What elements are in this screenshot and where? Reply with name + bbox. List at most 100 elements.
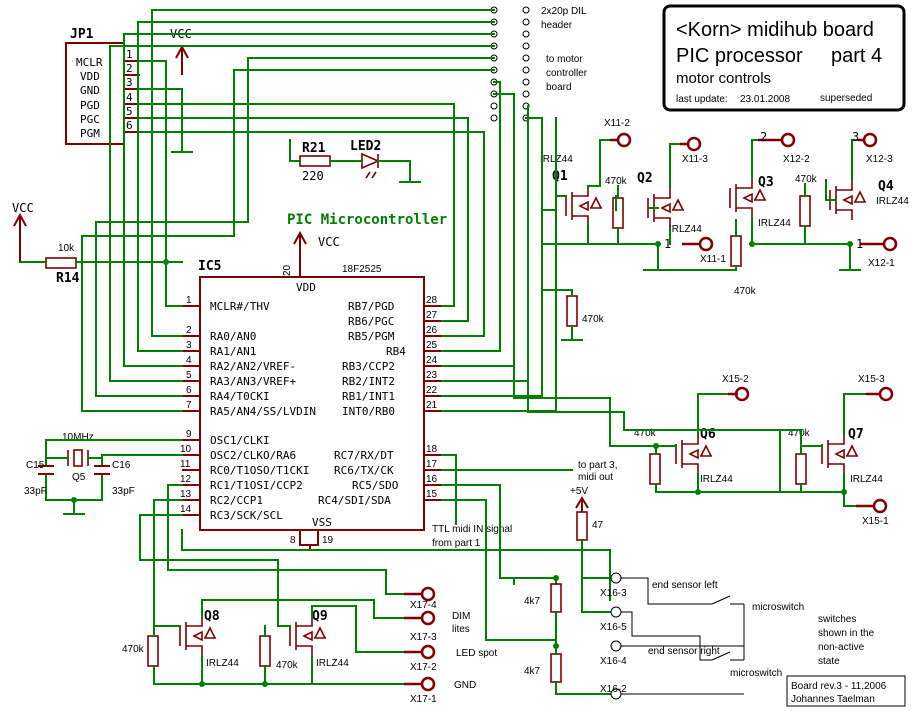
r-value: 470k <box>634 428 657 439</box>
pin-label: RA0/AN0 <box>210 330 256 343</box>
pin-label: RC4/SDI/SDA <box>318 494 391 507</box>
r21-value: 220 <box>302 169 324 183</box>
pin-label: RA4/T0CKI <box>210 390 270 403</box>
pin-number: 21 <box>426 400 438 411</box>
sensor-switches: 4k7 4k7 X16-3 X16-5 X16-4 X16-2 end sens… <box>181 484 875 700</box>
title-line2: PIC processor <box>676 45 803 67</box>
jp1-pin-label: GND <box>80 84 100 97</box>
pin-number: 1 <box>856 237 863 251</box>
jp1-name: JP1 <box>70 27 94 42</box>
ledspot-label: LED spot <box>456 648 497 659</box>
pin-label: RB6/PGC <box>348 315 394 328</box>
ic5-vss: VSS <box>312 516 332 529</box>
q9-type: IRLZ44 <box>316 658 349 669</box>
x17-3-label: X17-3 <box>410 632 437 643</box>
x16-3-label: X16-3 <box>600 588 627 599</box>
dim-label: lites <box>452 624 470 635</box>
q7-type: IRLZ44 <box>850 474 883 485</box>
pin-number: 24 <box>426 355 438 366</box>
dil-note-2: header <box>541 20 573 31</box>
ic5-name: IC5 <box>198 259 221 274</box>
r-value: 470k <box>122 644 145 655</box>
motor-note-1: to motor <box>546 54 583 65</box>
pin-label: RC0/T1OSO/T1CKI <box>210 464 309 477</box>
jp1-pin-label: PGC <box>80 113 100 126</box>
footer-block: Board rev.3 - 11.2006 Johannes Taelman <box>786 675 906 707</box>
pin-number: 15 <box>426 489 438 500</box>
q3-label: Q3 <box>758 175 774 190</box>
r21-label: R21 <box>302 141 326 156</box>
q7-label: Q7 <box>848 427 864 442</box>
pin-number: 14 <box>180 504 192 515</box>
ic5-bot-pin: 8 <box>290 535 296 546</box>
pin-number: 9 <box>186 429 192 440</box>
ttl-note: from part 1 <box>432 538 481 549</box>
jp1-pin-num: 4 <box>126 91 133 104</box>
pin-label: RB4 <box>386 345 406 358</box>
x17-1-label: X17-1 <box>410 694 437 705</box>
q2-type: IRLZ44 <box>669 224 702 235</box>
pin-label: RA5/AN4/SS/LVDIN <box>210 405 316 418</box>
driver-q6-q7: Q6 IRLZ44 470k Q7 IRLZ44 470k X15-2 X15-… <box>513 365 894 527</box>
pin-label: RA1/AN1 <box>210 345 256 358</box>
vcc-label: VCC <box>318 235 340 249</box>
microswitch-label: microswitch <box>730 668 782 679</box>
r47-value: 47 <box>592 520 604 531</box>
r-value: 470k <box>788 428 811 439</box>
switch-note: non-active <box>818 642 865 653</box>
pin-number: 5 <box>186 370 192 381</box>
ic5-chip: IC5 18F2525 VDD 20 VSS 8 19 <box>198 259 425 550</box>
pic-heading: PIC Microcontroller <box>287 212 447 228</box>
gnd-label: GND <box>454 680 476 691</box>
q6-type: IRLZ44 <box>700 474 733 485</box>
pin-number: 18 <box>426 444 438 455</box>
connectors-x11-x12: X11-2 X11-3 X11-1 X12-2 X12-3 X12-1 1 1 … <box>604 118 898 269</box>
pin-label: OSC1/CLKI <box>210 434 270 447</box>
pin-number: 6 <box>186 385 192 396</box>
q2-label: Q2 <box>637 171 653 186</box>
ic5-right-pins: 28 RB7/PGD 27 RB6/PGC 26 RB5/PGM 25 RB4 … <box>318 295 442 507</box>
pin-number: 16 <box>426 474 438 485</box>
vcc-symbols: VCC VCC VCC <box>12 27 340 262</box>
plus5v-label: +5V <box>570 486 588 497</box>
title-line1: <Korn> midihub board <box>676 19 874 41</box>
switch-note: shown in the <box>818 628 875 639</box>
dil-note-1: 2x20p DIL <box>541 6 587 17</box>
pin-number: 1 <box>664 237 671 251</box>
x12-2-label: X12-2 <box>783 154 810 165</box>
title-part: part 4 <box>831 45 882 67</box>
pin-number: 26 <box>426 325 438 336</box>
jp1-pin-num: 1 <box>126 48 133 61</box>
pin-label: RB1/INT1 <box>342 390 395 403</box>
r-value: 470k <box>276 660 299 671</box>
jp1-pin-num: 2 <box>126 62 133 75</box>
driver-q8-q9: Q8 IRLZ44 470k Q9 IRLZ44 470k X17-4 X17-… <box>122 484 497 705</box>
r14-label: R14 <box>56 271 80 286</box>
pin-number: 25 <box>426 340 438 351</box>
pin-number: 11 <box>180 459 191 470</box>
jp1-pin-num: 3 <box>126 76 133 89</box>
end-sensor-left: end sensor left <box>652 580 718 591</box>
jp1-pin-num: 6 <box>126 119 133 132</box>
oscillator: 10MHz Q5 C15 33pF C16 33pF <box>24 432 183 515</box>
q1-label: Q1 <box>552 169 568 184</box>
ic5-part: 18F2525 <box>342 264 382 275</box>
xtal-value: 10MHz <box>62 432 94 443</box>
pin-label: RC7/RX/DT <box>334 449 394 462</box>
ttl-note: TTL midi IN signal <box>432 524 512 535</box>
dim-label: DIM <box>452 611 470 622</box>
pin-label: RB7/PGD <box>348 300 394 313</box>
pin-number: 23 <box>426 370 438 381</box>
x16-5-label: X16-5 <box>600 622 627 633</box>
ic5-bot-pin: 19 <box>322 535 334 546</box>
pin-number: 13 <box>180 489 192 500</box>
dil-header: 2x20p DIL header to motor controller boa… <box>490 6 588 122</box>
r14-value: 10k <box>58 243 75 254</box>
pin-label: OSC2/CLKO/RA6 <box>210 449 296 462</box>
pin-number: 10 <box>180 444 192 455</box>
jp1-connector: JP1 MCLR VDD GND PGD PGC PGM 1 2 3 4 5 6 <box>65 27 140 145</box>
x15-2-label: X15-2 <box>722 374 749 385</box>
x16-4-label: X16-4 <box>600 656 627 667</box>
pin-number: 22 <box>426 385 438 396</box>
motor-driver-q1-q4: Q1 IRLZ44 470k Q2 IRLZ44 Q3 IRLZ44 470k … <box>540 117 909 341</box>
